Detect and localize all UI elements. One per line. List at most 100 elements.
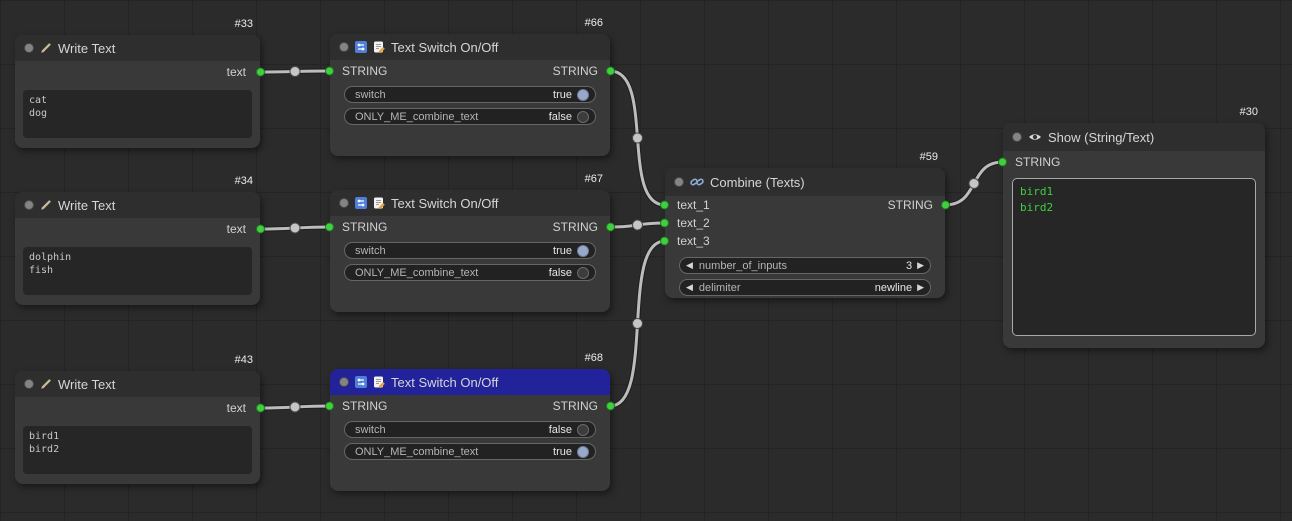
widget-value: newline [874, 281, 913, 294]
combine-text-toggle-widget[interactable]: ONLY_ME_combine_text false [344, 264, 596, 281]
output-slot-text[interactable] [256, 67, 265, 77]
output-slot-string[interactable] [941, 200, 950, 210]
text-input-area[interactable]: cat dog [23, 90, 252, 138]
node-write-text-33[interactable]: #33 Write Text text cat dog [15, 18, 265, 148]
link-combine-show [943, 160, 1005, 207]
eye-icon [1028, 131, 1042, 143]
node-text-switch-67[interactable]: #67 Text Switch On/Off STRING STRING swi… [325, 173, 615, 312]
node-title-bar[interactable]: Combine (Texts) [665, 168, 945, 196]
input-slot-text1[interactable] [660, 200, 669, 210]
slot-row: STRING STRING [325, 60, 615, 82]
input-slot-label: text_3 [677, 234, 710, 248]
increment-arrow-icon[interactable]: ▶ [917, 260, 924, 270]
node-title: Write Text [58, 40, 116, 56]
node-show-string-text-30[interactable]: #30 Show (String/Text) STRING bird1 bird… [998, 106, 1265, 348]
node-id-badge: #68 [584, 352, 603, 364]
output-slot-string[interactable] [606, 401, 615, 411]
link-switch67-combine [608, 221, 667, 229]
collapse-dot[interactable] [24, 379, 34, 389]
collapse-dot[interactable] [339, 198, 349, 208]
widget-value: false [548, 266, 572, 279]
text-input-area[interactable]: dolphin fish [23, 247, 252, 295]
input-slot-label: STRING [342, 220, 388, 234]
node-combine-texts-59[interactable]: #59 Combine (Texts) text_1 STRING text_2… [660, 151, 950, 298]
collapse-dot[interactable] [674, 177, 684, 187]
link-write33-switch66 [258, 69, 332, 74]
widget-label: number_of_inputs [698, 259, 787, 272]
node-write-text-34[interactable]: #34 Write Text text dolphin fish [15, 175, 265, 305]
number-of-inputs-widget[interactable]: ◀ number_of_inputs 3 ▶ [679, 257, 931, 274]
link-write34-switch67 [258, 225, 332, 231]
widget-value: false [548, 423, 572, 436]
output-slot-label: STRING [887, 198, 933, 212]
link-midpoint-dot [289, 66, 301, 77]
node-title: Combine (Texts) [710, 174, 805, 190]
input-slot-string[interactable] [998, 157, 1007, 167]
pencil-icon [40, 42, 52, 54]
switch-toggle-widget[interactable]: switch true [344, 242, 596, 259]
node-title-bar[interactable]: Write Text [15, 192, 260, 218]
output-slot-label: STRING [552, 64, 598, 78]
toggle-knob[interactable] [577, 445, 589, 458]
combine-text-toggle-widget[interactable]: ONLY_ME_combine_text false [344, 108, 596, 125]
node-text-switch-66[interactable]: #66 Text Switch On/Off STRING STRING swi… [325, 17, 615, 156]
next-option-arrow-icon[interactable]: ▶ [917, 282, 924, 292]
input-slot-string[interactable] [325, 401, 334, 411]
switch-toggle-widget[interactable]: switch false [344, 421, 596, 438]
output-slot-string[interactable] [606, 66, 615, 76]
slot-row: text_3 [660, 232, 945, 250]
toggle-knob[interactable] [577, 88, 589, 101]
output-slot-text[interactable] [256, 224, 265, 234]
node-text-switch-68[interactable]: #68 Text Switch On/Off STRING STRING swi… [325, 352, 615, 491]
output-slot-row: text [15, 61, 265, 83]
output-slot-row: text [15, 397, 265, 419]
node-title-bar[interactable]: Write Text [15, 35, 260, 61]
collapse-dot[interactable] [339, 42, 349, 52]
collapse-dot[interactable] [339, 377, 349, 387]
slot-row: STRING STRING [325, 395, 615, 417]
input-slot-text3[interactable] [660, 236, 669, 246]
pencil-icon [40, 199, 52, 211]
node-title-bar[interactable]: Write Text [15, 371, 260, 397]
toggle-knob[interactable] [577, 423, 589, 436]
toggle-knob[interactable] [577, 266, 589, 279]
switch-toggle-widget[interactable]: switch true [344, 86, 596, 103]
node-id-badge: #33 [234, 18, 253, 30]
memo-icon [373, 41, 385, 53]
delimiter-widget[interactable]: ◀ delimiter newline ▶ [679, 279, 931, 296]
chain-link-icon [690, 176, 704, 188]
link-switch68-combine [608, 239, 667, 408]
text-input-area[interactable]: bird1 bird2 [23, 426, 252, 474]
input-slot-string[interactable] [325, 222, 334, 232]
collapse-dot[interactable] [24, 200, 34, 210]
collapse-dot[interactable] [1012, 132, 1022, 142]
prev-option-arrow-icon[interactable]: ◀ [686, 282, 693, 292]
input-slot-text2[interactable] [660, 218, 669, 228]
link-midpoint-dot [632, 132, 643, 144]
node-id-badge: #43 [234, 354, 253, 366]
node-title-bar[interactable]: Text Switch On/Off [330, 369, 610, 395]
node-title: Text Switch On/Off [391, 374, 499, 390]
toggle-knob[interactable] [577, 110, 589, 123]
input-slot-string[interactable] [325, 66, 334, 76]
memo-icon [373, 376, 385, 388]
decrement-arrow-icon[interactable]: ◀ [686, 260, 693, 270]
widget-label: ONLY_ME_combine_text [355, 266, 479, 279]
node-title-bar[interactable]: Text Switch On/Off [330, 34, 610, 60]
link-midpoint-dot [289, 222, 301, 234]
node-write-text-43[interactable]: #43 Write Text text bird1 bird2 [15, 354, 265, 484]
output-text-display[interactable]: bird1 bird2 [1012, 178, 1256, 336]
link-switch66-combine [608, 69, 667, 207]
node-id-badge: #59 [919, 151, 938, 163]
toggle-panel-icon [355, 197, 367, 209]
toggle-knob[interactable] [577, 244, 589, 257]
node-title: Write Text [58, 376, 116, 392]
node-title-bar[interactable]: Text Switch On/Off [330, 190, 610, 216]
output-slot-text[interactable] [256, 403, 265, 413]
node-title-bar[interactable]: Show (String/Text) [1003, 123, 1265, 151]
output-slot-string[interactable] [606, 222, 615, 232]
collapse-dot[interactable] [24, 43, 34, 53]
output-slot-label: text [226, 222, 246, 236]
combine-text-toggle-widget[interactable]: ONLY_ME_combine_text true [344, 443, 596, 460]
